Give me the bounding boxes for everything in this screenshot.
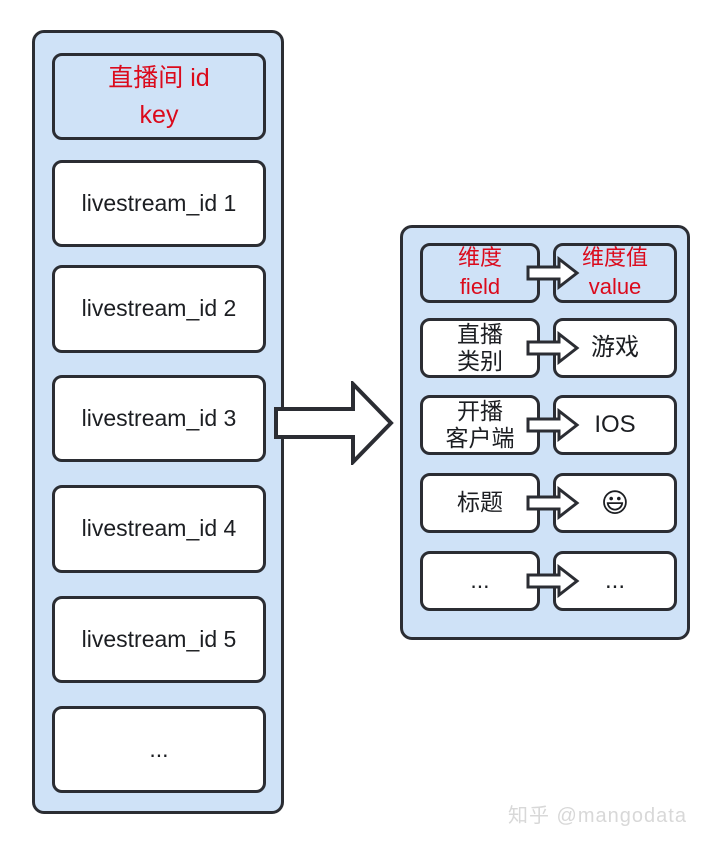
- field-header-line1: 维度: [457, 245, 502, 271]
- livestream-id-box-3: livestream_id 3: [52, 375, 266, 462]
- field-box-ellipsis: ...: [420, 551, 540, 611]
- row-arrow-icon: [526, 408, 580, 442]
- livestream-ellipsis-box: ...: [52, 706, 266, 793]
- value-ellipsis-label: ...: [604, 566, 625, 594]
- smiley-emoji-icon: 😃: [600, 487, 630, 518]
- livestream-id-label: livestream_id 4: [81, 515, 237, 542]
- row-arrow-icon: [526, 331, 580, 365]
- field-box-category: 直播 类别: [420, 318, 540, 378]
- row-arrow-icon: [526, 256, 580, 290]
- field-label: 开播: [457, 397, 503, 424]
- watermark: 知乎 @mangodata: [508, 805, 687, 827]
- left-header-line2: key: [139, 100, 179, 129]
- left-header-line1: 直播间 id: [108, 64, 210, 93]
- livestream-ellipsis-label: ...: [149, 735, 169, 762]
- row-arrow-icon: [526, 564, 580, 598]
- field-ellipsis-label: ...: [470, 567, 490, 594]
- livestream-id-label: livestream_id 2: [81, 295, 237, 322]
- big-arrow-icon: [274, 381, 394, 465]
- livestream-id-label: livestream_id 1: [81, 189, 237, 216]
- field-box-client: 开播 客户端: [420, 395, 540, 455]
- field-label: 直播: [457, 320, 503, 347]
- left-header-box: 直播间 id key: [52, 53, 266, 140]
- value-label: 游戏: [591, 333, 639, 361]
- livestream-id-box-4: livestream_id 4: [52, 485, 266, 573]
- value-header-line2: value: [588, 274, 642, 299]
- value-label: IOS: [594, 410, 636, 438]
- livestream-id-label: livestream_id 3: [81, 404, 237, 431]
- field-header-line2: field: [459, 274, 501, 299]
- livestream-id-label: livestream_id 5: [81, 625, 237, 652]
- livestream-id-box-2: livestream_id 2: [52, 265, 266, 353]
- field-box-title: 标题: [420, 473, 540, 533]
- livestream-id-box-1: livestream_id 1: [52, 160, 266, 247]
- field-label: 客户端: [445, 425, 515, 451]
- field-label: 标题: [457, 489, 503, 516]
- row-arrow-icon: [526, 486, 580, 520]
- field-label: 类别: [457, 348, 503, 374]
- livestream-id-box-5: livestream_id 5: [52, 596, 266, 683]
- value-header-line1: 维度值: [581, 245, 648, 271]
- field-header-box: 维度 field: [420, 243, 540, 303]
